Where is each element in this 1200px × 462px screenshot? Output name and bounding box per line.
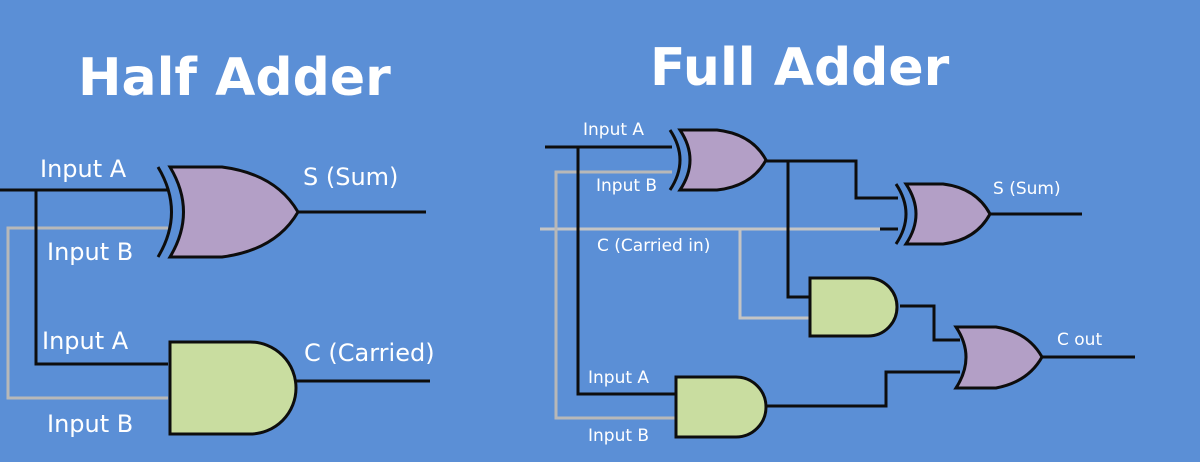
full-and2-input-b-label: Input B — [588, 426, 650, 446]
full-and2-gate-icon — [674, 375, 768, 439]
half-xor-input-a-label: Input A — [40, 155, 127, 183]
full-and1-to-or-wire — [900, 304, 960, 342]
half-input-a-branch-wire — [34, 190, 168, 366]
full-and1-gate-icon — [808, 276, 899, 338]
half-carry-label: C (Carried) — [304, 339, 435, 367]
full-carry-in-label: C (Carried in) — [597, 236, 711, 256]
full-xor1-to-and1-wire — [786, 161, 812, 299]
half-adder-title: Half Adder — [78, 48, 391, 108]
full-carry-in-branch-wire — [738, 229, 812, 320]
full-xor1-gate-icon — [668, 128, 768, 192]
full-xor1-to-xor2-wire — [764, 159, 898, 200]
full-input-b-wire — [554, 170, 676, 420]
full-xor1-input-b-label: Input B — [596, 176, 658, 196]
half-xor-input-b-label: Input B — [47, 238, 134, 266]
half-and-gate-icon — [168, 340, 298, 436]
full-and2-to-or-wire — [766, 370, 960, 408]
half-and-input-a-label: Input A — [42, 327, 129, 355]
full-xor1-input-a-label: Input A — [583, 120, 645, 140]
half-and-input-b-label: Input B — [47, 410, 134, 438]
half-xor-gate-icon — [156, 165, 300, 259]
full-or-gate-icon — [953, 325, 1044, 390]
full-and2-input-a-label: Input A — [588, 368, 650, 388]
full-carry-out-label: C out — [1057, 330, 1103, 350]
full-input-a-branch-wire — [576, 147, 676, 396]
full-xor2-gate-icon — [894, 182, 992, 246]
half-sum-label: S (Sum) — [303, 163, 399, 191]
full-sum-label: S (Sum) — [993, 179, 1061, 199]
full-adder-title: Full Adder — [650, 38, 950, 98]
half-input-b-wire — [6, 226, 168, 400]
